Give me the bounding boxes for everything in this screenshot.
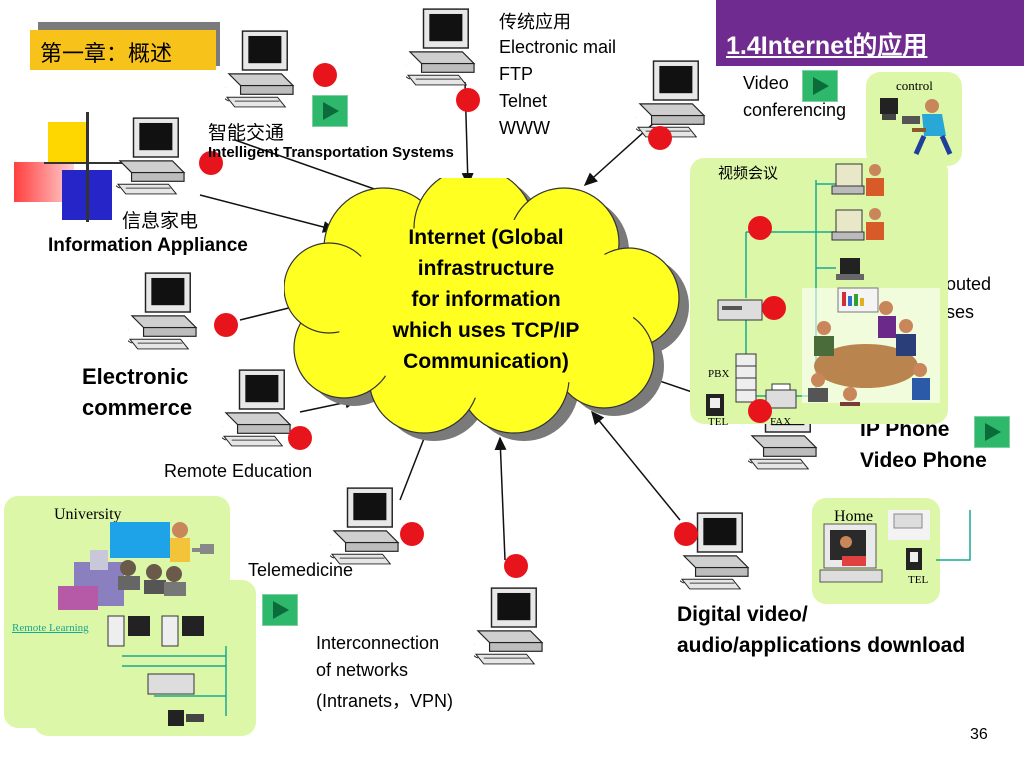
video-conference-panel: 视频会议 — [690, 158, 948, 428]
chapter-label: 第一章：概述 — [40, 41, 173, 66]
vc-router — [717, 299, 763, 321]
home-devices — [819, 510, 930, 583]
page-number: 36 — [970, 726, 988, 743]
video-conference-network — [706, 163, 940, 416]
marker-dot-telemedicine — [400, 522, 424, 546]
computer-icon-traditional — [406, 8, 475, 86]
section-title: 1.4Internet的应用 — [726, 32, 928, 60]
marker-dot-traditional — [456, 88, 480, 112]
marker-dot-ecommerce — [214, 313, 238, 337]
video-label-1: Video — [743, 73, 789, 93]
vc-workstation-2 — [831, 208, 884, 241]
vc-dot-3 — [748, 399, 772, 423]
computer-icon-interconnect — [474, 587, 543, 665]
marker-dot-video — [648, 126, 672, 150]
appliance-en-label: Information Appliance — [48, 235, 248, 256]
vc-workstation-1 — [831, 163, 884, 196]
computer-icon-ecommerce — [128, 272, 197, 350]
computer-icon-its — [225, 30, 294, 108]
home-label: Home — [834, 508, 874, 525]
control-label: control — [896, 78, 933, 93]
university-panel: University Remote Learning — [4, 496, 230, 728]
marker-dot-interconnect — [504, 554, 528, 578]
its-cn-label: 智能交通 — [208, 123, 285, 144]
digital-label-1: Digital video/ — [677, 603, 808, 626]
appliance-cn-label: 信息家电 — [122, 211, 199, 232]
section-title-box: 1.4Internet的应用 — [716, 0, 1024, 66]
marker-dot-its — [199, 151, 223, 175]
computer-icon-remote-edu — [222, 369, 291, 447]
remote-edu-label: Remote Education — [164, 461, 313, 481]
computer-icon-video — [636, 60, 705, 138]
cloud-line-1: Internet (Global — [408, 226, 564, 249]
interconnect-label-2: of networks — [316, 660, 409, 680]
vc-pbx — [735, 353, 757, 403]
control-panel: control — [866, 72, 962, 166]
marker-dot-remote-edu — [288, 426, 312, 450]
arrow-interconnect — [494, 436, 507, 561]
cloud-line-4: which uses TCP/IP — [392, 319, 580, 342]
operator-icon — [880, 98, 953, 156]
internet-cloud — [284, 178, 689, 441]
home-panel: Home TEL — [812, 498, 940, 604]
home-tel-label: TEL — [908, 574, 929, 586]
interconnect-label-1: Interconnection — [316, 633, 440, 653]
deco-yellow-square — [48, 122, 88, 162]
distributed-label-1: outed — [946, 274, 992, 294]
home-network-line — [936, 510, 971, 561]
telnet-label: Telnet — [499, 91, 548, 111]
computer-icon-appliance — [116, 117, 185, 195]
email-label: Electronic mail — [499, 37, 617, 57]
pbx-label: PBX — [708, 368, 730, 380]
vc-dot-2 — [762, 296, 786, 320]
fax-label: FAX — [770, 416, 792, 428]
cloud-text: Internet (Global infrastructure for info… — [346, 222, 626, 377]
distributed-label-2: ses — [946, 302, 975, 322]
ecommerce-label-1: Electronic — [82, 364, 189, 389]
play-button-remote-learning[interactable] — [262, 594, 298, 626]
cloud-line-2: infrastructure — [417, 257, 555, 280]
play-button-its[interactable] — [312, 95, 348, 127]
vc-meeting-scene — [802, 287, 940, 406]
interconnect-label-3: (Intranets，VPN) — [316, 691, 454, 711]
cloud-line-3: for information — [411, 288, 561, 311]
arrow-appliance — [199, 194, 337, 233]
vc-workstation-3 — [836, 258, 864, 280]
computer-icon-telemedicine — [330, 487, 399, 565]
deco-hline — [44, 162, 134, 164]
deco-vline — [86, 112, 89, 222]
remote-learning-label: Remote Learning — [12, 622, 89, 634]
play-button-video[interactable] — [802, 70, 838, 102]
arrow-its — [234, 139, 402, 200]
video-conference-cn-label: 视频会议 — [718, 165, 779, 182]
university-label: University — [54, 506, 122, 523]
ecommerce-label-2: commerce — [82, 395, 193, 420]
videophone-label: Video Phone — [860, 449, 987, 472]
vc-phone — [706, 394, 724, 416]
telemedicine-label: Telemedicine — [248, 560, 354, 580]
marker-dot-its-top — [313, 63, 337, 87]
marker-dot-digital — [674, 522, 698, 546]
vc-dot-1 — [748, 216, 772, 240]
its-en-label: Intelligent Transportation Systems — [208, 144, 454, 161]
arrow-digital — [591, 410, 681, 521]
video-label-2: conferencing — [743, 100, 847, 120]
tel-label: TEL — [708, 416, 729, 428]
digital-label-2: audio/applications download — [677, 634, 966, 657]
play-button-phone[interactable] — [974, 416, 1010, 448]
ftp-label: FTP — [499, 64, 533, 84]
www-label: WWW — [499, 118, 550, 138]
cloud-line-5: Communication) — [403, 350, 569, 373]
vc-fax — [765, 383, 797, 409]
chapter-box: 第一章：概述 — [30, 30, 216, 70]
university-scene — [58, 522, 227, 726]
traditional-cn-label: 传统应用 — [499, 12, 571, 32]
